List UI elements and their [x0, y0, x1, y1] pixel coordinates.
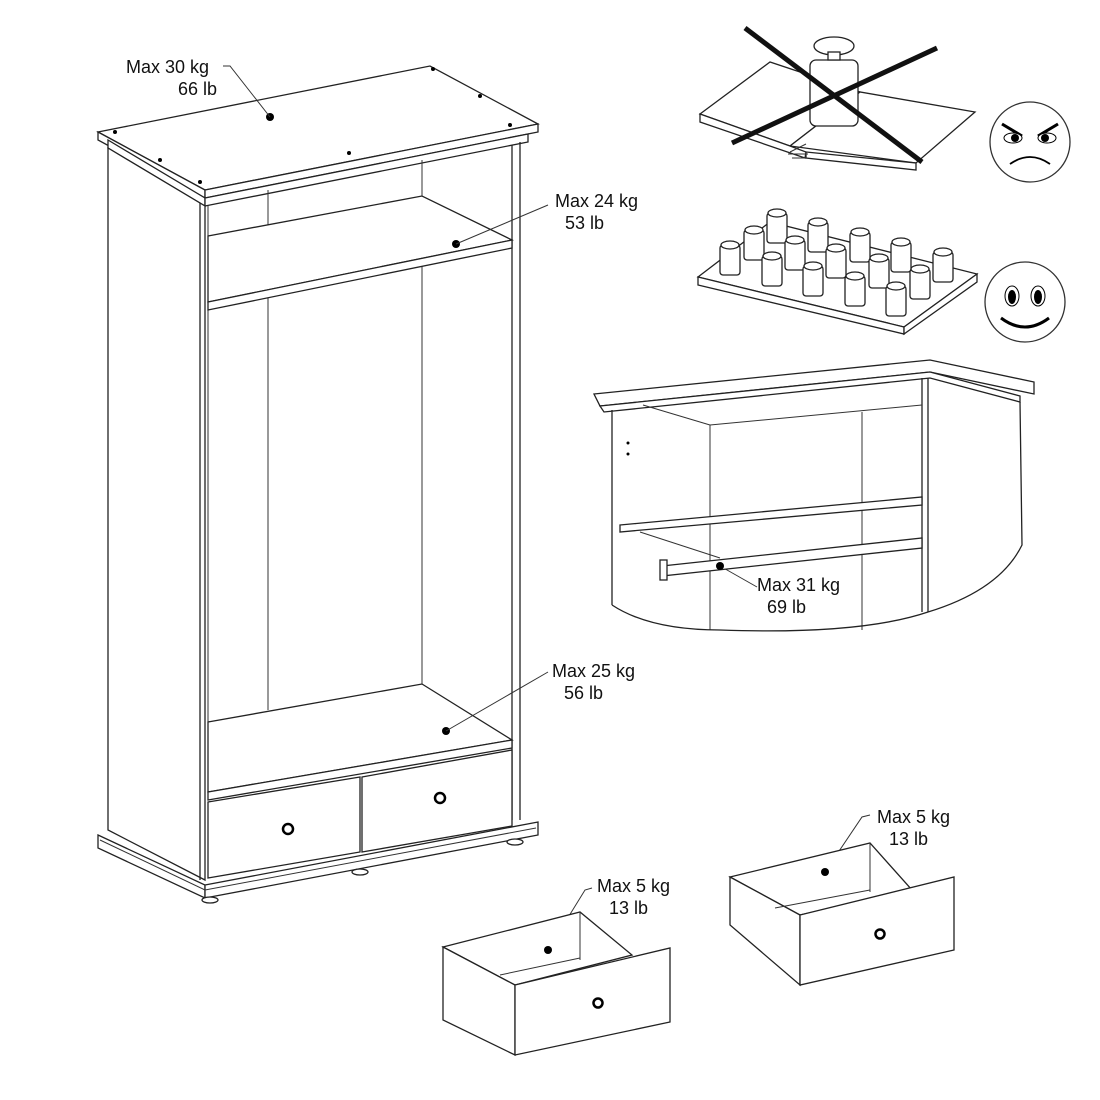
max-kg: Max 5 kg [597, 876, 671, 896]
load-label-top: Max 30 kg 66 lb [126, 56, 217, 100]
max-kg: Max 31 kg [757, 575, 841, 595]
max-lb: 13 lb [609, 898, 649, 918]
do-not-cross-icon [730, 26, 939, 164]
weights [719, 208, 954, 317]
load-label-drawer-left: Max 5 kg 13 lb [597, 875, 670, 919]
clothes-rail-detail [592, 359, 1035, 632]
max-kg: Max 25 kg [552, 661, 636, 681]
wardrobe-illustration [96, 65, 540, 904]
max-lb: 56 lb [564, 683, 604, 703]
max-kg: Max 5 kg [877, 807, 951, 827]
load-label-drawer-right: Max 5 kg 13 lb [877, 806, 950, 850]
max-lb: 69 lb [767, 597, 807, 617]
max-lb: 53 lb [565, 213, 605, 233]
drawer-right-illustration [728, 842, 955, 987]
max-kg: Max 30 kg [126, 57, 210, 77]
happy-face-icon [984, 261, 1066, 343]
distributed-load-illustration [696, 208, 979, 336]
max-kg: Max 24 kg [555, 191, 639, 211]
load-label-bottom-shelf: Max 25 kg 56 lb [552, 660, 635, 704]
concentrated-load-illustration [698, 36, 977, 171]
load-label-clothes-rail: Max 31 kg 69 lb [757, 574, 840, 618]
max-lb: 13 lb [889, 829, 929, 849]
angry-face-icon [989, 101, 1071, 183]
max-lb: 66 lb [178, 79, 218, 99]
load-label-upper-shelf: Max 24 kg 53 lb [555, 190, 638, 234]
drawer-left-illustration [441, 911, 671, 1057]
